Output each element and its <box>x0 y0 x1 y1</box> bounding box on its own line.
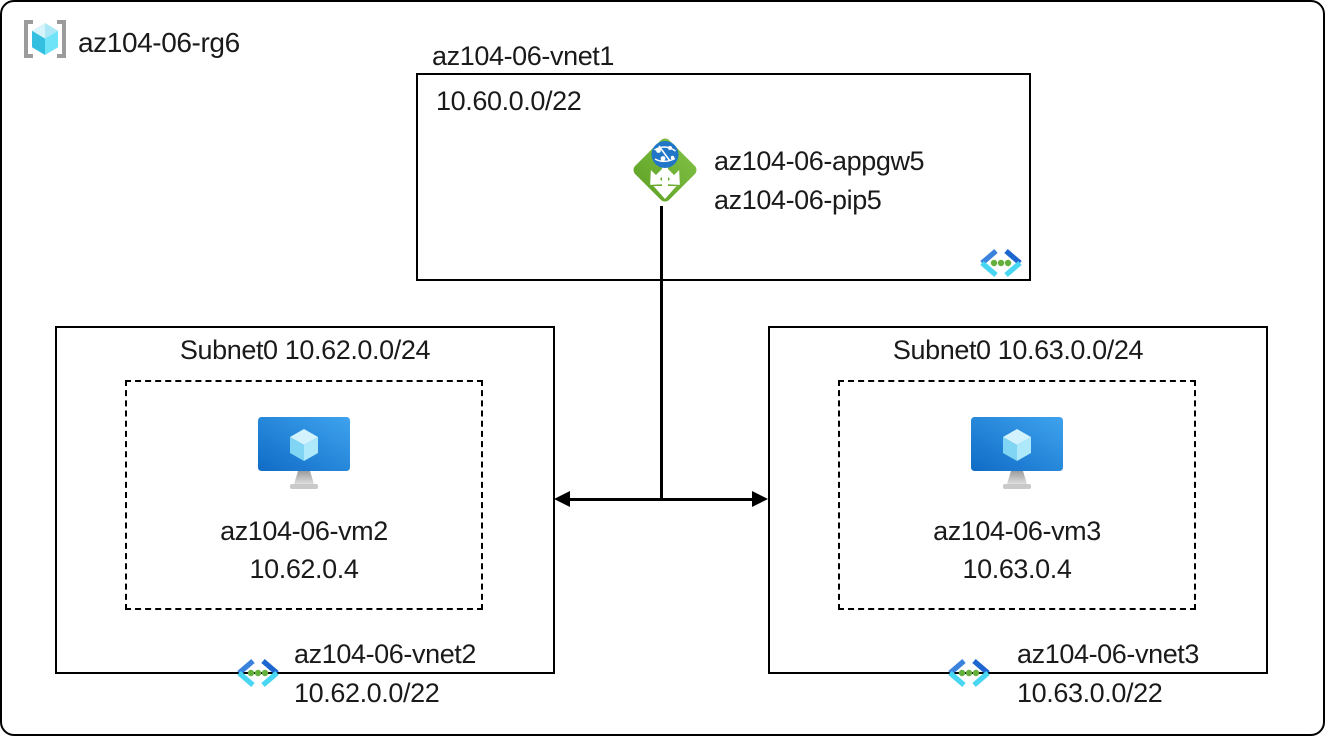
subnet-left-title: Subnet0 10.62.0.0/24 <box>179 335 431 365</box>
subnet-left-dashed-boundary: az104-06-vm2 10.62.0.4 <box>125 380 483 610</box>
vnet3-cidr-label: 10.63.0.0/22 <box>1017 678 1163 708</box>
vnet1-cidr: 10.60.0.0/22 <box>436 86 582 116</box>
virtual-network-icon <box>980 249 1022 277</box>
appgw-name-label: az104-06-appgw5 <box>714 146 925 176</box>
vnet3-box: Subnet0 10.63.0.0/24 az104-06-vm <box>768 326 1268 674</box>
vnet3-name-label: az104-06-vnet3 <box>1017 639 1200 669</box>
resource-group-label: az104-06-rg6 <box>78 27 240 58</box>
connector-horizontal-line <box>564 498 758 501</box>
vm2-name-label: az104-06-vm2 <box>220 516 388 546</box>
subnet-right-title: Subnet0 10.63.0.0/24 <box>892 335 1144 365</box>
virtual-machine-icon <box>971 417 1063 489</box>
vnet2-cidr-label: 10.62.0.0/22 <box>294 678 440 708</box>
vm3-ip-label: 10.63.0.4 <box>962 554 1072 584</box>
vm3-name-label: az104-06-vm3 <box>933 516 1101 546</box>
subnet-right-dashed-boundary: az104-06-vm3 10.63.0.4 <box>838 380 1196 610</box>
pip-name-label: az104-06-pip5 <box>714 185 882 215</box>
resource-group-icon <box>24 20 66 58</box>
connector-vertical-line <box>660 206 663 500</box>
connector-arrowhead-right <box>752 491 768 507</box>
vnet2-box: Subnet0 10.62.0.0/24 az10 <box>55 326 555 674</box>
vnet2-name-label: az104-06-vnet2 <box>294 639 477 669</box>
virtual-network-icon <box>948 659 990 687</box>
vnet1-box: 10.60.0.0/22 <box>416 73 1031 281</box>
virtual-network-icon <box>237 659 279 687</box>
virtual-machine-icon <box>258 417 350 489</box>
vnet1-title: az104-06-vnet1 <box>432 41 615 71</box>
connector-arrowhead-left <box>554 491 570 507</box>
application-gateway-icon <box>633 138 697 202</box>
vm2-ip-label: 10.62.0.4 <box>249 554 359 584</box>
